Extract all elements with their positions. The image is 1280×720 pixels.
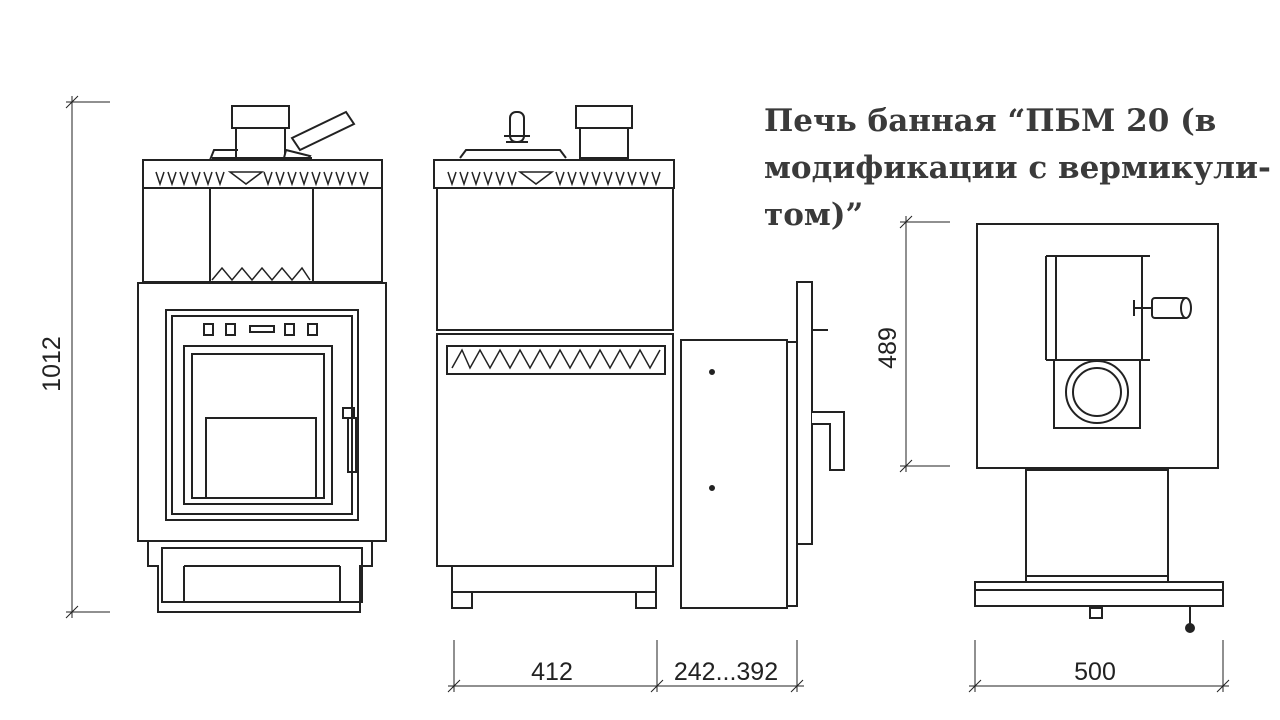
dimension-lines xyxy=(65,95,1230,693)
side-lower-vents xyxy=(451,348,661,370)
top-view xyxy=(974,223,1224,633)
dimension-labels: 1012 489 412 242...392 500 xyxy=(38,327,1116,686)
title-line-2: модификации с вермикули- xyxy=(764,150,1271,186)
title-line-3: том)” xyxy=(764,197,864,233)
dim-width-label: 500 xyxy=(1074,658,1116,686)
page-title: Печь банная “ПБМ 20 (в модификации с вер… xyxy=(764,98,1271,239)
title-line-1: Печь банная “ПБМ 20 (в xyxy=(764,103,1217,139)
dim-height-label: 1012 xyxy=(38,336,66,392)
dim-depth-label: 412 xyxy=(531,658,573,686)
dim-depth-extension-label: 242...392 xyxy=(674,658,778,686)
front-top-vents xyxy=(155,171,369,187)
front-view xyxy=(137,105,387,613)
side-view xyxy=(433,105,845,609)
side-top-vents xyxy=(447,171,661,187)
dim-top-depth-label: 489 xyxy=(874,327,902,369)
